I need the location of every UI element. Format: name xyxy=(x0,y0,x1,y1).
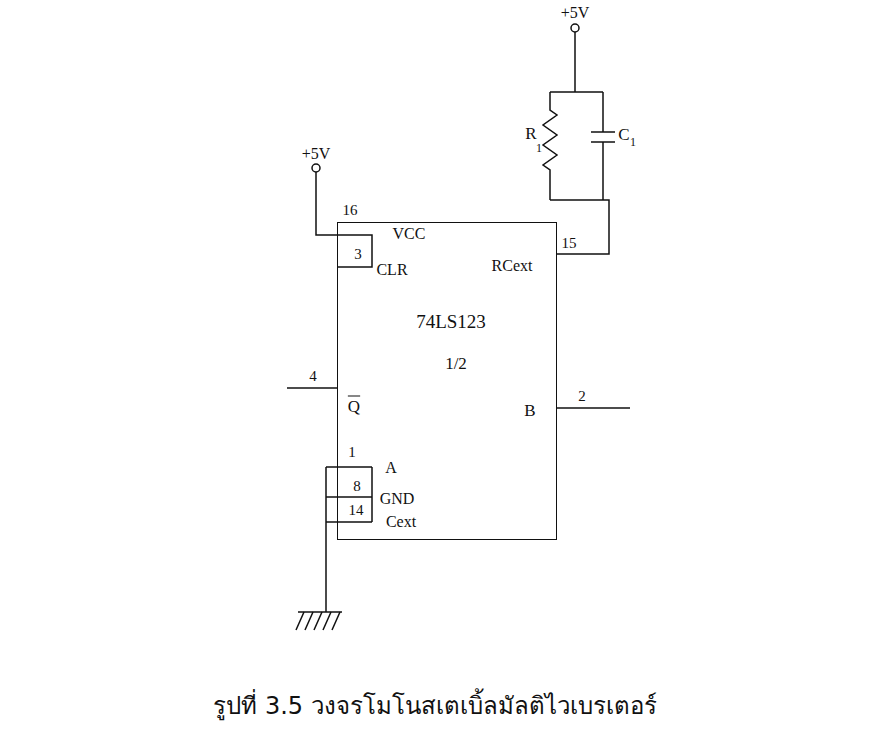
supply-terminal xyxy=(571,24,579,32)
pin-number: 1 xyxy=(348,445,356,460)
pin-name: A xyxy=(385,460,397,476)
figure-caption: รูปที่ 3.5 วงจรโมโนสเตเบิ้ลมัลติไวเบรเตอ… xyxy=(213,694,656,718)
pin-number: 8 xyxy=(353,479,361,494)
pin-number: 16 xyxy=(343,203,358,218)
component-name: R xyxy=(525,125,536,142)
pin-name: Cext xyxy=(386,514,416,530)
component-index: 1 xyxy=(536,142,542,154)
resistor-symbol xyxy=(543,92,557,200)
capacitor-symbol xyxy=(591,92,615,200)
pin-number: 14 xyxy=(349,503,364,518)
pin-name: RCext xyxy=(492,258,533,274)
component-index: 1 xyxy=(630,136,636,148)
pin-number: 15 xyxy=(562,236,577,251)
section-label: 1/2 xyxy=(445,355,467,372)
rc-top-wire xyxy=(550,32,603,92)
pin-name: Q xyxy=(348,398,360,415)
component-name: C xyxy=(618,126,629,143)
ground-hatch xyxy=(296,612,340,630)
pin-number: 4 xyxy=(309,369,317,384)
pin-name: VCC xyxy=(393,226,426,242)
supply-terminal xyxy=(312,164,320,172)
supply-label: +5V xyxy=(302,146,331,162)
part-number: 74LS123 xyxy=(416,312,486,331)
pin-number: 2 xyxy=(578,389,586,404)
ground-symbol xyxy=(298,611,342,613)
pin-name: CLR xyxy=(376,262,407,278)
pin-name: GND xyxy=(380,491,415,507)
supply-label: +5V xyxy=(561,5,590,21)
b-input-wire xyxy=(557,407,630,409)
vcc-clr-wire xyxy=(316,172,372,267)
pin-number: 3 xyxy=(354,247,362,262)
rcext-wire xyxy=(550,200,609,254)
q-output-wire xyxy=(287,387,337,389)
pin-name: B xyxy=(524,402,535,419)
